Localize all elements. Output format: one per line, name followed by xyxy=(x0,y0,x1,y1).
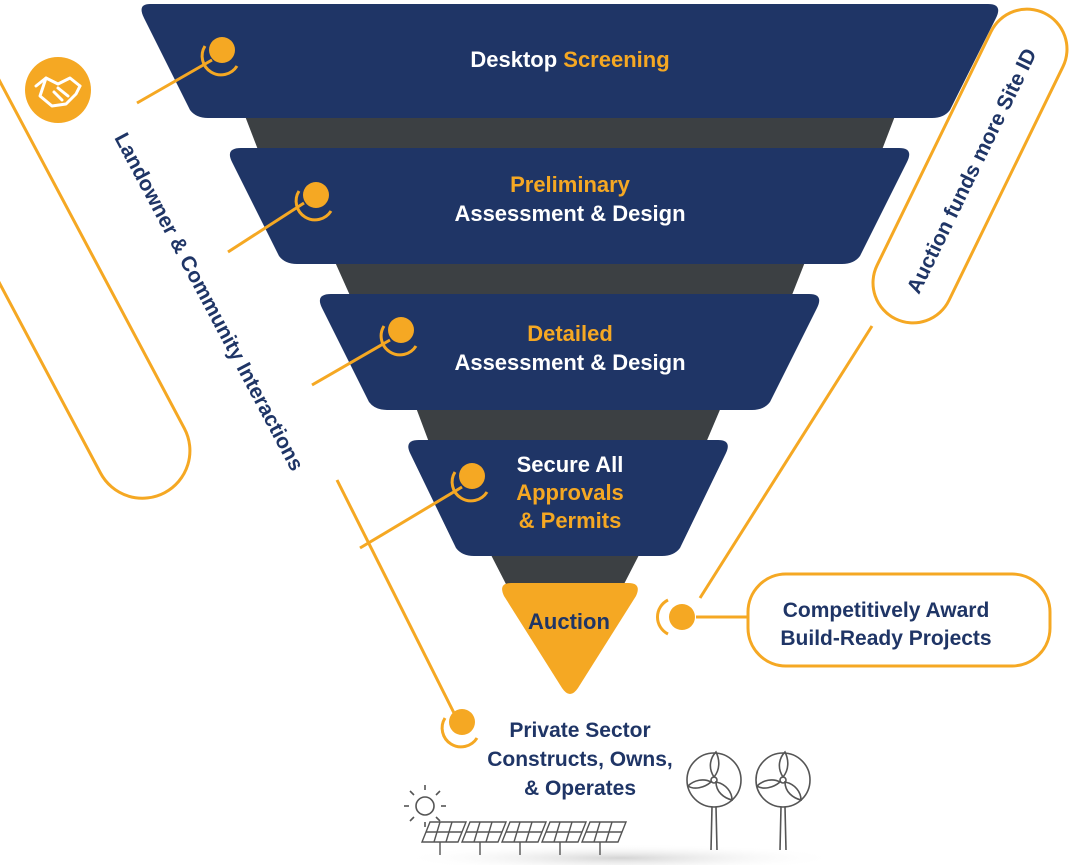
line-to-private-sector xyxy=(335,479,457,716)
stage-2-line-2: Assessment & Design xyxy=(454,201,685,226)
wind-turbine-icon xyxy=(686,750,811,851)
stage-4-line-3: & Permits xyxy=(519,508,622,533)
funnel-connectors xyxy=(245,116,895,588)
stage-preliminary xyxy=(229,148,910,264)
stage-detailed xyxy=(319,294,820,410)
ground-shadow xyxy=(400,844,840,865)
stage-desktop-screening xyxy=(141,4,999,118)
line-to-stage-2 xyxy=(227,201,305,254)
sun-icon xyxy=(404,785,446,827)
stage-3-line-2: Assessment & Design xyxy=(454,350,685,375)
connector-4 xyxy=(490,553,640,588)
award-box: Competitively Award Build-Ready Projects xyxy=(746,572,1052,668)
line-to-stage-4 xyxy=(359,485,463,550)
connector-1 xyxy=(245,116,895,155)
handshake-icon-circle xyxy=(25,57,91,123)
marker-icon-auction xyxy=(655,598,695,636)
solar-panel-icon xyxy=(420,821,628,855)
stage-4-line-1: Secure All xyxy=(517,452,624,477)
stage-markers xyxy=(200,37,695,749)
connector-2 xyxy=(335,262,805,300)
marker-icon-1 xyxy=(200,37,239,77)
stage-3-line-1: Detailed xyxy=(527,321,613,346)
connector-lines xyxy=(136,58,874,716)
private-sector-line-1: Private Sector xyxy=(509,719,650,742)
stage-2-line-1: Preliminary xyxy=(510,172,631,197)
stage-1-label: Desktop Screening xyxy=(470,47,669,72)
marker-icon-2 xyxy=(294,182,333,222)
auction-label: Auction xyxy=(528,609,610,634)
line-to-stage-1 xyxy=(136,58,213,105)
handshake-icon xyxy=(34,76,82,108)
private-sector-line-3: & Operates xyxy=(524,777,636,800)
marker-icon-4 xyxy=(450,463,489,503)
stage-approvals xyxy=(408,440,728,556)
marker-icon-3 xyxy=(379,317,418,357)
funnel-stages xyxy=(141,4,999,556)
line-to-auction-left xyxy=(698,325,874,599)
stage-4-line-2: Approvals xyxy=(516,480,624,505)
marker-icon-private-sector xyxy=(440,709,479,749)
award-line-1: Competitively Award xyxy=(783,599,990,622)
line-to-stage-3 xyxy=(311,338,391,387)
connector-3 xyxy=(415,405,722,445)
private-sector-line-2: Constructs, Owns, xyxy=(487,748,673,771)
award-line-2: Build-Ready Projects xyxy=(780,627,991,650)
auction-triangle xyxy=(502,583,638,694)
